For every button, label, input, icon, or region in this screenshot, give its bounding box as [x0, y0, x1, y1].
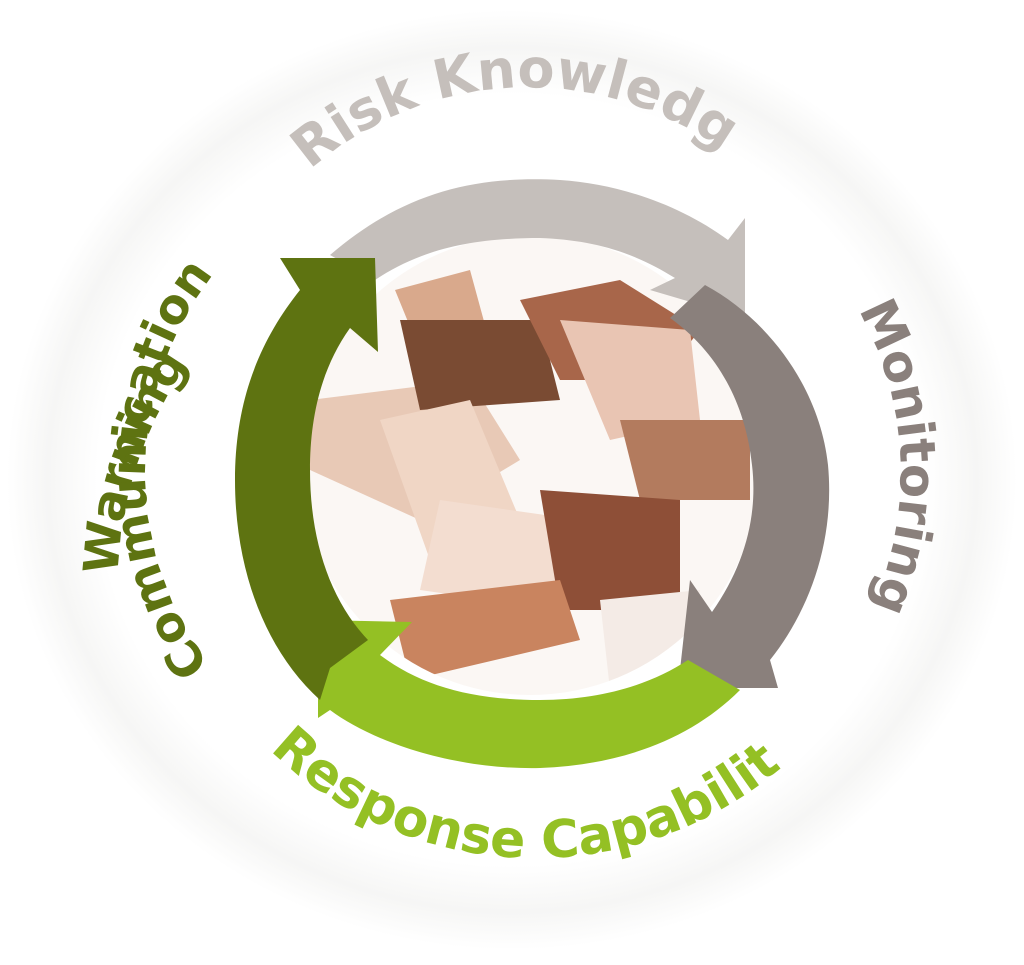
response-capability-arrow — [318, 620, 740, 769]
monitoring-arrow — [670, 285, 830, 688]
risk-knowledge-arrow — [330, 179, 745, 318]
warning-communication-arrow — [235, 258, 378, 700]
stacked-hands-image — [300, 235, 760, 695]
